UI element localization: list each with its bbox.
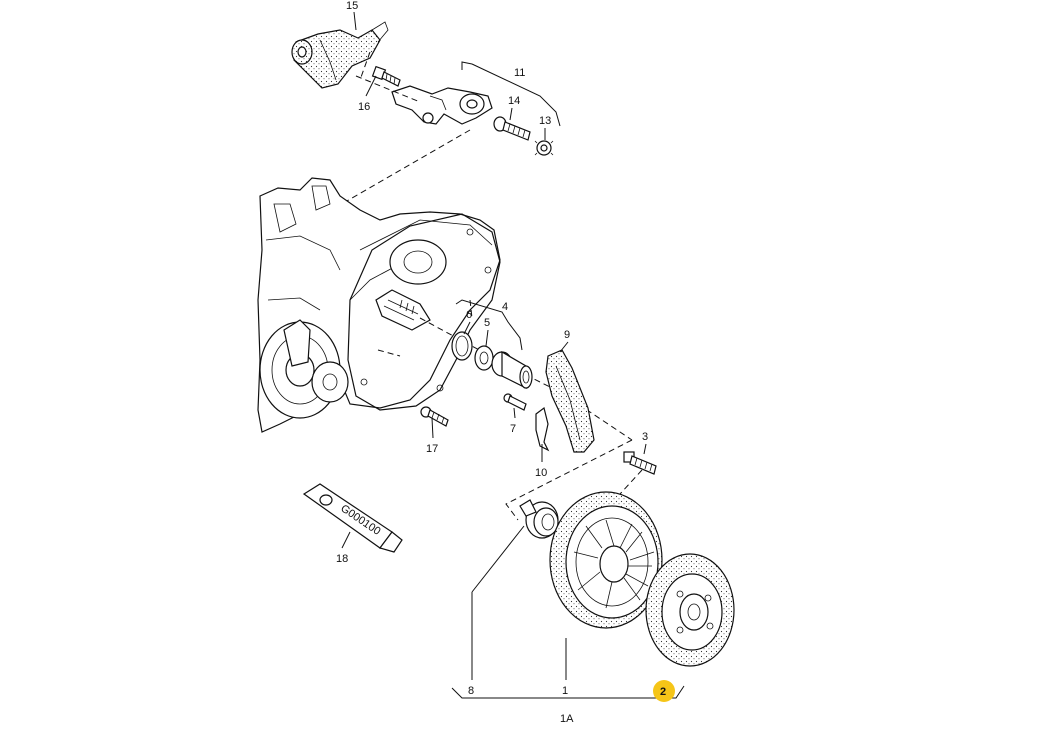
leader-line-7 bbox=[513, 407, 516, 419]
guide-sleeve-part-4 bbox=[491, 350, 533, 389]
highlight-marker bbox=[653, 680, 675, 702]
bracket-line-4 bbox=[455, 299, 523, 351]
leader-line-9 bbox=[559, 341, 569, 353]
bolt-part-17 bbox=[420, 406, 449, 427]
lever-part-11 bbox=[391, 85, 493, 125]
bolt-part-7 bbox=[503, 393, 527, 411]
label-5[interactable]: 5 bbox=[484, 317, 490, 329]
leader-line-5 bbox=[485, 329, 489, 347]
pressure-plate-part-1 bbox=[549, 491, 663, 629]
label-13[interactable]: 13 bbox=[539, 115, 551, 127]
bracket-line-11 bbox=[461, 61, 561, 127]
label-15[interactable]: 15 bbox=[346, 0, 358, 12]
bolt-part-14 bbox=[493, 116, 531, 141]
label-7[interactable]: 7 bbox=[510, 423, 516, 435]
label-9[interactable]: 9 bbox=[564, 329, 570, 341]
label-1A[interactable]: 1A bbox=[560, 713, 574, 725]
label-2-highlighted[interactable]: 2 bbox=[653, 680, 675, 702]
dash-line bbox=[355, 75, 421, 103]
label-2[interactable]: 2 bbox=[660, 686, 666, 698]
dash-line bbox=[377, 349, 401, 357]
dash-line bbox=[505, 439, 633, 521]
grease-tube-part-18: G000100 bbox=[302, 483, 403, 553]
dash-line bbox=[619, 469, 643, 495]
label-16[interactable]: 16 bbox=[358, 101, 370, 113]
label-4[interactable]: 4 bbox=[502, 301, 508, 313]
release-lever-part-9 bbox=[545, 349, 595, 453]
label-14[interactable]: 14 bbox=[508, 95, 520, 107]
lockwasher-part-13 bbox=[534, 140, 554, 156]
leader-line-16 bbox=[365, 75, 377, 97]
label-11[interactable]: 11 bbox=[514, 67, 525, 79]
label-8[interactable]: 8 bbox=[468, 685, 474, 697]
label-10[interactable]: 10 bbox=[535, 467, 547, 479]
leader-line-6 bbox=[463, 321, 471, 335]
leader-line-17 bbox=[431, 417, 434, 439]
release-bearing-part-8 bbox=[519, 499, 559, 539]
label-17[interactable]: 17 bbox=[426, 443, 438, 455]
leader-line-14 bbox=[509, 107, 513, 121]
bracket-line-1A bbox=[451, 685, 685, 699]
bolt-part-3 bbox=[623, 451, 657, 475]
spring-clip-part-10 bbox=[535, 406, 550, 452]
label-6[interactable]: 6 bbox=[466, 309, 472, 321]
leader-line-3 bbox=[643, 443, 647, 455]
leader-line-8 bbox=[471, 525, 525, 593]
label-3[interactable]: 3 bbox=[642, 431, 648, 443]
seal-ring-part-6 bbox=[451, 331, 473, 361]
label-18[interactable]: 18 bbox=[336, 553, 348, 565]
gearbox-housing bbox=[257, 177, 501, 433]
leader-line-18 bbox=[341, 531, 351, 549]
clutch-disc-part-2 bbox=[645, 553, 735, 667]
leader-line-15 bbox=[353, 11, 357, 31]
dash-line bbox=[419, 317, 633, 441]
dash-line bbox=[359, 51, 371, 81]
seal-part-5 bbox=[474, 345, 494, 371]
selector-housing-part-15 bbox=[291, 21, 389, 89]
bolt-part-16 bbox=[371, 65, 401, 87]
label-1[interactable]: 1 bbox=[562, 685, 568, 697]
